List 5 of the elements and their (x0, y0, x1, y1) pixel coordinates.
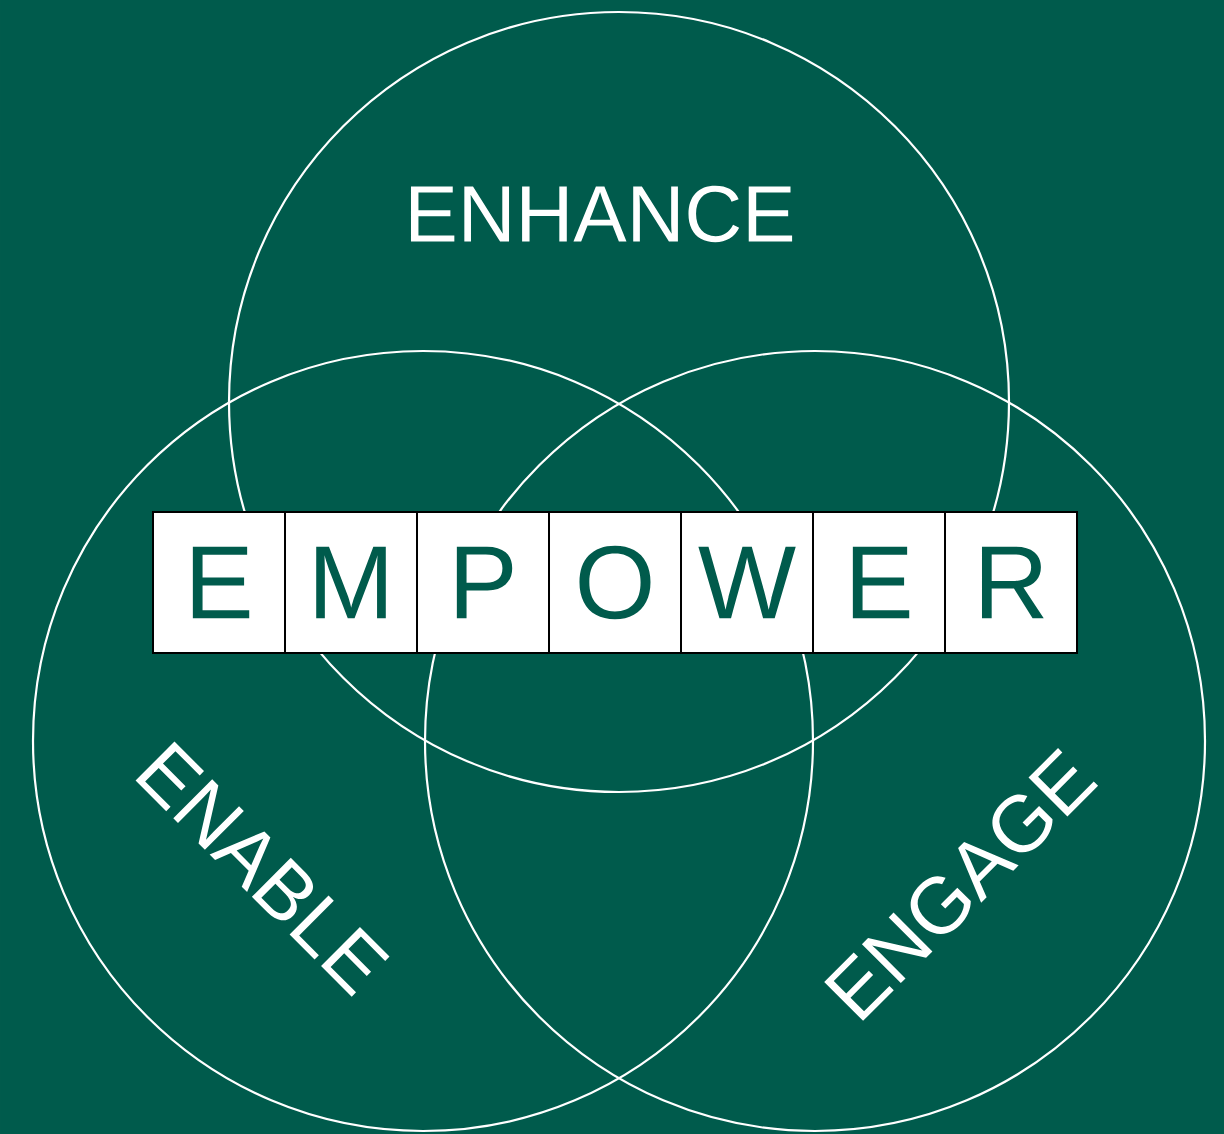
letter-tile: W (680, 511, 814, 654)
letter-tile: E (812, 511, 946, 654)
letter-tile: P (416, 511, 550, 654)
letter-tile: O (548, 511, 682, 654)
letter-tile: M (284, 511, 418, 654)
